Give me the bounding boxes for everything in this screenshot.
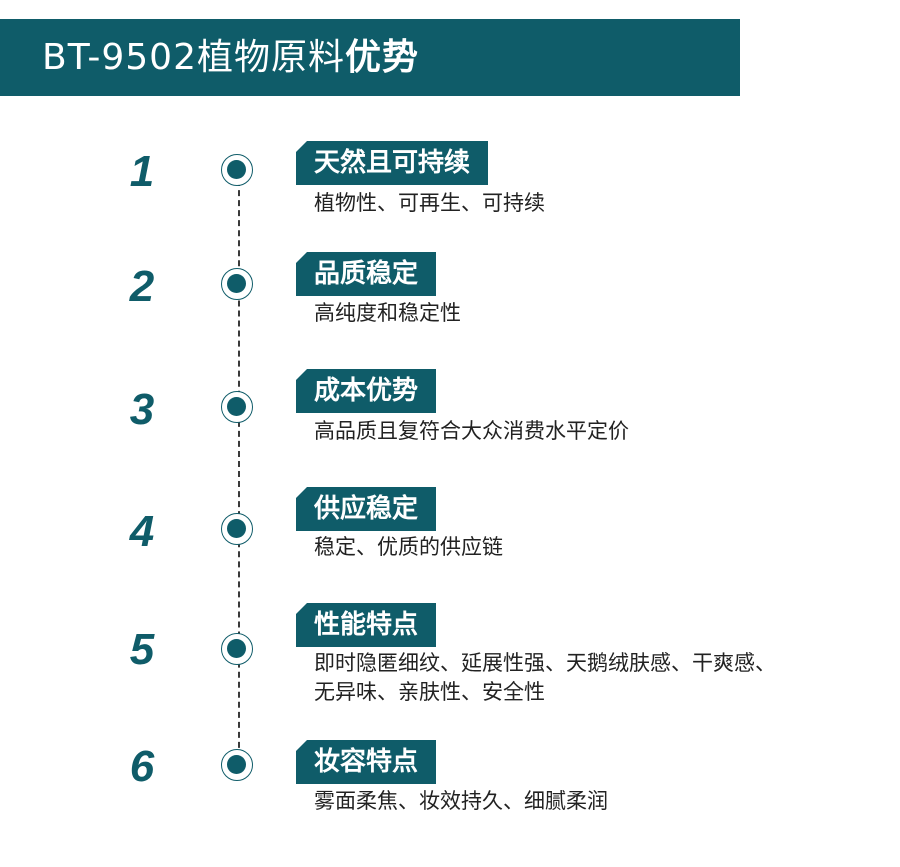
- item-description: 稳定、优质的供应链: [314, 533, 503, 562]
- item-description: 雾面柔焦、妆效持久、细腻柔润: [314, 787, 608, 816]
- item-description-line: 高纯度和稳定性: [314, 301, 461, 325]
- item-number: 4: [129, 507, 155, 556]
- timeline-node-icon: [221, 633, 253, 665]
- page-title-emphasis: 优势: [345, 37, 420, 78]
- timeline-node-icon: [221, 154, 253, 186]
- item-title-badge: 妆容特点: [296, 740, 437, 784]
- item-number: 3: [129, 385, 155, 434]
- item-description: 高品质且复符合大众消费水平定价: [314, 417, 629, 446]
- item-title-badge: 成本优势: [296, 369, 437, 413]
- item-description-line: 无异味、亲肤性、安全性: [314, 680, 545, 704]
- item-description-line: 雾面柔焦、妆效持久、细腻柔润: [314, 789, 608, 813]
- item-description-line: 稳定、优质的供应链: [314, 535, 503, 559]
- item-description-line: 即时隐匿细纹、延展性强、天鹅绒肤感、干爽感、: [314, 651, 776, 675]
- timeline-node-icon: [221, 268, 253, 300]
- timeline-node-icon: [221, 749, 253, 781]
- page-title-prefix: BT-9502植物原料: [42, 37, 345, 78]
- timeline-line: [238, 170, 240, 768]
- item-description: 高纯度和稳定性: [314, 299, 461, 328]
- item-title-badge: 性能特点: [296, 603, 437, 647]
- item-description: 植物性、可再生、可持续: [314, 189, 545, 218]
- item-description-line: 植物性、可再生、可持续: [314, 191, 545, 215]
- timeline-node-icon: [221, 391, 253, 423]
- item-title-badge: 天然且可持续: [296, 141, 489, 185]
- item-number: 6: [129, 742, 155, 791]
- item-title-badge: 品质稳定: [296, 252, 437, 296]
- header-banner: BT-9502植物原料优势: [0, 19, 740, 96]
- page-title: BT-9502植物原料优势: [42, 19, 419, 96]
- item-title-badge: 供应稳定: [296, 487, 437, 531]
- item-number: 2: [129, 262, 155, 311]
- item-description: 即时隐匿细纹、延展性强、天鹅绒肤感、干爽感、 无异味、亲肤性、安全性: [314, 649, 776, 707]
- timeline-node-icon: [221, 513, 253, 545]
- item-number: 1: [129, 147, 155, 196]
- item-number: 5: [129, 625, 155, 674]
- item-description-line: 高品质且复符合大众消费水平定价: [314, 419, 629, 443]
